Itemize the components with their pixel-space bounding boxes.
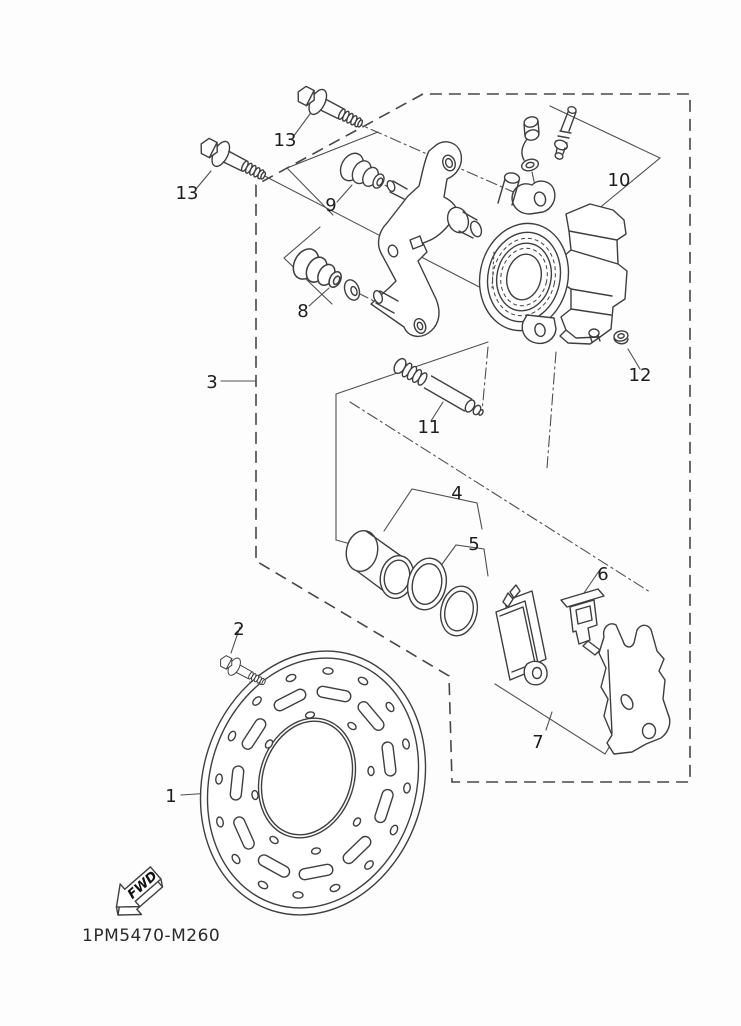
caliper-nipple-boss bbox=[588, 328, 600, 338]
callout-1: 1 bbox=[165, 786, 176, 807]
bracket-upper-pin bbox=[386, 179, 408, 200]
callout-2: 2 bbox=[233, 619, 244, 640]
flange-bolt-13-lower bbox=[194, 131, 272, 189]
caliper-plug-12 bbox=[613, 330, 629, 345]
brake-caliper-body bbox=[478, 172, 628, 345]
assembly-boundary-outline bbox=[255, 93, 691, 783]
callout-3: 3 bbox=[206, 372, 217, 393]
group-panel-lines bbox=[283, 105, 662, 755]
collar-8 bbox=[343, 279, 361, 301]
callout-12: 12 bbox=[629, 365, 652, 386]
piston-seal-5a bbox=[406, 557, 448, 611]
brake-disc bbox=[199, 650, 427, 916]
callout-6: 6 bbox=[597, 564, 608, 585]
caliper-piston-4 bbox=[345, 529, 415, 600]
callout-8: 8 bbox=[297, 301, 308, 322]
dust-boot-8 bbox=[287, 243, 349, 297]
callout-7: 7 bbox=[532, 732, 543, 753]
callout-10: 10 bbox=[608, 170, 631, 191]
caliper-bracket-arm bbox=[370, 141, 483, 338]
diagram-part-code: 1PM5470-M260 bbox=[82, 926, 220, 946]
caliper-outer-half bbox=[559, 203, 628, 345]
bracket-slide-boss bbox=[446, 206, 483, 239]
caliper-hose-boss bbox=[497, 172, 521, 206]
fwd-direction-arrow: FWD bbox=[115, 866, 164, 916]
bracket-bottom-mount-hole bbox=[413, 318, 427, 334]
disc-drill-holes bbox=[215, 667, 411, 899]
callout-13-upper: 13 bbox=[274, 130, 297, 151]
bracket-mid-hole bbox=[387, 244, 399, 258]
caliper-hidden-line bbox=[491, 251, 495, 289]
callout-4: 4 bbox=[451, 483, 462, 504]
callout-labels: 1 2 3 4 5 6 7 8 9 10 11 12 13 13 bbox=[165, 130, 651, 807]
pad-bracket-plate bbox=[598, 623, 671, 755]
caliper-bore-face bbox=[478, 222, 570, 332]
callout-5: 5 bbox=[468, 534, 479, 555]
bleed-nipple bbox=[554, 105, 577, 160]
dust-boot-9 bbox=[335, 148, 391, 197]
pad-spring-6 bbox=[560, 588, 605, 656]
disc-vent-slots bbox=[229, 685, 397, 881]
flange-bolt-13-upper bbox=[291, 79, 369, 137]
callout-11: 11 bbox=[418, 417, 441, 438]
bracket-lower-pin bbox=[372, 290, 399, 314]
caliper-bottom-ear bbox=[521, 314, 557, 345]
piston-seal-5b bbox=[439, 585, 479, 637]
caliper-top-ear bbox=[511, 180, 556, 215]
bleed-screw-assembly bbox=[520, 105, 577, 172]
callout-13-lower: 13 bbox=[176, 183, 199, 204]
pad-pin-bolt-11 bbox=[393, 357, 484, 416]
bracket-notch bbox=[409, 235, 424, 250]
callout-9: 9 bbox=[325, 195, 336, 216]
brake-pads bbox=[495, 584, 548, 686]
